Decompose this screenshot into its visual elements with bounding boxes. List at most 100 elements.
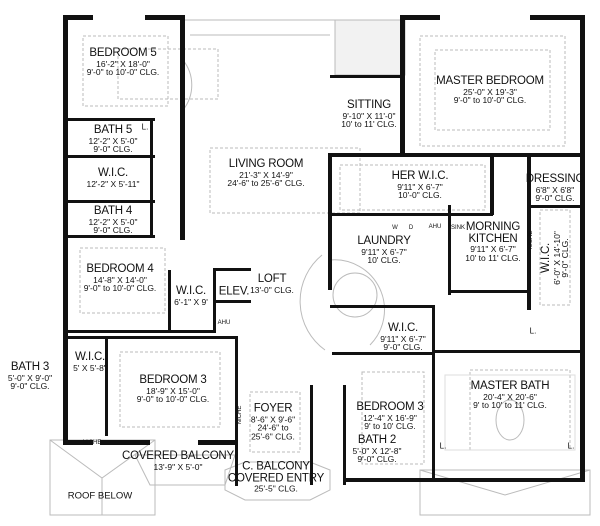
room-bedroom-5: BEDROOM 5 16'-2" X 18'-0" 9'-0" to 10'-0… <box>86 46 160 77</box>
room-name: W.I.C. <box>539 242 552 274</box>
room-size: 9'11" X 6'-7" <box>361 246 407 257</box>
room-dressing: DRESSING 6'8" X 6'8" 9'-0" CLG. <box>525 172 585 203</box>
room-size: 21'-3" X 14'-9" <box>239 169 293 180</box>
room-ceiling: 9'-0" CLG. <box>535 192 575 203</box>
room-bath-4: BATH 4 12'-2" X 5'-0" 9'-0" CLG. <box>88 205 138 235</box>
room-name: MORNING <box>465 221 521 233</box>
room-size: 18'-9" X 15'-0" <box>146 385 200 396</box>
room-sitting: SITTING 9'-10" X 11'-0" 10' to 11' CLG. <box>341 98 397 129</box>
room-size: 25'-0" X 19'-3" <box>463 86 517 97</box>
room-size: 6'8" X 6'8" <box>535 184 575 195</box>
room-name: W.I.C. <box>97 167 129 179</box>
room-name: DRESSING <box>525 172 585 185</box>
room-wic-bedroom-5: W.I.C. 12'-2" X 5'-11" <box>86 167 140 189</box>
room-size: 8'-6" X 9'-6" <box>250 414 296 424</box>
room-size: 12'-2" X 5'-0" <box>88 135 138 146</box>
room-ceiling: 9'-0" to 10'-0" CLG. <box>86 66 160 77</box>
room-name: BATH 5 <box>93 123 133 136</box>
room-morning-kitchen: MORNING KITCHEN 9'11" X 6'-7" 10' to 11'… <box>465 221 521 263</box>
room-size: 12'-2" X 5'-11" <box>86 178 140 189</box>
room-name: ELEV. <box>218 285 250 298</box>
room-bath-3: BATH 3 5'-0" X 9'-0" 9'-0" CLG. <box>7 360 53 391</box>
sink-label: SINK <box>450 225 466 231</box>
room-size: 5'-0" X 9'-0" <box>7 372 53 383</box>
room-ceiling: 24'-6" to <box>257 422 289 433</box>
roof-below-label: ROOF BELOW <box>68 491 132 501</box>
ahu-label: AHU <box>217 320 231 326</box>
room-wic-bath-3: W.I.C. 5' X 5'-8" <box>73 351 107 373</box>
room-name: LAUNDRY <box>357 234 411 247</box>
room-size: 5' X 5'-8" <box>73 362 107 373</box>
room-name: BEDROOM 3 <box>139 373 207 386</box>
room-name: LOFT <box>257 273 287 285</box>
room-size: 5'-0" X 12'-8" <box>352 445 402 456</box>
room-bath-5: BATH 5 12'-2" X 5'-0" 9'-0" CLG. <box>88 123 138 154</box>
room-name: BATH 2 <box>357 433 397 446</box>
room-laundry: LAUNDRY 9'11" X 6'-7" 10' CLG. <box>357 234 411 265</box>
room-name: BEDROOM 4 <box>86 262 154 275</box>
room-ceiling: 10' CLG. <box>367 254 401 265</box>
dryer-label: D <box>408 225 414 231</box>
room-name: BEDROOM 5 <box>89 46 157 59</box>
room-size: 12'-4" X 16'-9" <box>363 412 417 423</box>
linen-closet-label: L. <box>529 326 537 336</box>
room-name: MASTER BEDROOM <box>436 74 544 87</box>
room-wic-bedroom-4: W.I.C. 6'-1" X 9' <box>174 285 208 307</box>
room-ceiling: 9'-0" CLG. <box>10 380 50 391</box>
room-name: W.I.C. <box>74 351 106 363</box>
room-elevator: ELEV. <box>219 286 250 298</box>
room-bedroom-3-right: BEDROOM 3 12'-4" X 16'-9" 9' to 10' CLG. <box>356 400 424 431</box>
room-ceiling: 9'-0" CLG. <box>93 224 133 235</box>
room-name: SITTING <box>347 98 391 111</box>
room-size: 12'-2" X 5'-0" <box>88 216 138 227</box>
niche-label: NICHE <box>528 230 534 250</box>
room-size: 9'-10" X 11'-0" <box>342 110 396 121</box>
room-master-bath: MASTER BATH 20'-4" X 20'-6" 9' to 10' to… <box>470 379 550 410</box>
room-name: BATH 3 <box>10 360 50 373</box>
linen-closet-label: L. <box>567 441 575 451</box>
room-ceiling: 9'-0" to 10'-0" CLG. <box>453 94 527 105</box>
room-her-wic: HER W.I.C. 9'11" X 6'-7" 10'-0" CLG. <box>391 169 449 200</box>
room-ceiling: 13'-0" CLG. <box>250 284 294 295</box>
room-bedroom-3-left: BEDROOM 3 18'-9" X 15'-0" 9'-0" to 10'-0… <box>136 373 210 404</box>
room-living-room: LIVING ROOM 21'-3" X 14'-9" 24'-6" to 25… <box>227 157 305 188</box>
room-size: 9'11" X 6'-7" <box>380 333 426 344</box>
room-ceiling: 9' to 10' CLG. <box>364 420 416 431</box>
room-ceiling: 10'-0" CLG. <box>398 189 442 200</box>
room-name: ROOF BELOW <box>67 490 133 502</box>
room-ceiling: 9'-0" CLG. <box>93 143 133 154</box>
niche-label: NICHE <box>237 405 243 425</box>
room-size: 16'-2" X 18'-0" <box>96 58 150 69</box>
room-size: 13'-9" X 5'-0" <box>153 461 203 472</box>
room-ceiling: 24'-6" to 25'-6" CLG. <box>227 177 305 188</box>
room-ceiling: 9'-0" CLG. <box>383 341 423 352</box>
room-covered-balcony: COVERED BALCONY 13'-9" X 5'-0" <box>121 450 235 472</box>
room-wic-bedroom-3-right: W.I.C. 9'11" X 6'-7" 9'-0" CLG. <box>380 321 426 352</box>
room-name: LIVING ROOM <box>228 157 304 170</box>
room-size: 9'11" X 6'-7" <box>397 181 443 192</box>
room-size: 6'-1" X 9' <box>174 296 208 307</box>
room-ceiling: 10' to 11' CLG. <box>465 252 521 263</box>
linen-closet-label: L. <box>141 122 149 132</box>
room-ceiling: 9'-0" CLG. <box>357 453 397 464</box>
room-foyer: FOYER 8'-6" X 9'-6" 24'-6" to 25'-6" CLG… <box>250 402 296 441</box>
room-name: HER W.I.C. <box>391 169 449 182</box>
room-size: 20'-4" X 20'-6" <box>483 391 537 402</box>
room-name: FOYER <box>253 402 293 415</box>
room-ceiling: 9' to 10' to 11' CLG. <box>473 399 547 410</box>
room-name: COVERED BALCONY <box>121 450 235 462</box>
niche-label: NICHE <box>82 440 102 446</box>
room-name: C. BALCONY <box>242 460 310 473</box>
room-ceiling: 9'-0" to 10'-0" CLG. <box>136 393 210 404</box>
room-loft: LOFT 13'-0" CLG. <box>250 273 294 295</box>
room-bath-2: BATH 2 5'-0" X 12'-8" 9'-0" CLG. <box>352 433 402 464</box>
room-name: MASTER BATH <box>470 379 550 392</box>
room-bedroom-4: BEDROOM 4 14'-8" X 14'-0" 9'-0" to 10'-0… <box>84 262 157 293</box>
room-name: W.I.C. <box>387 321 419 334</box>
room-covered-entry: C. BALCONY COVERED ENTRY 25'-5" CLG. <box>228 461 324 493</box>
washer-label: W <box>392 225 398 231</box>
room-name: KITCHEN <box>468 232 518 245</box>
room-name: BEDROOM 3 <box>356 400 424 413</box>
